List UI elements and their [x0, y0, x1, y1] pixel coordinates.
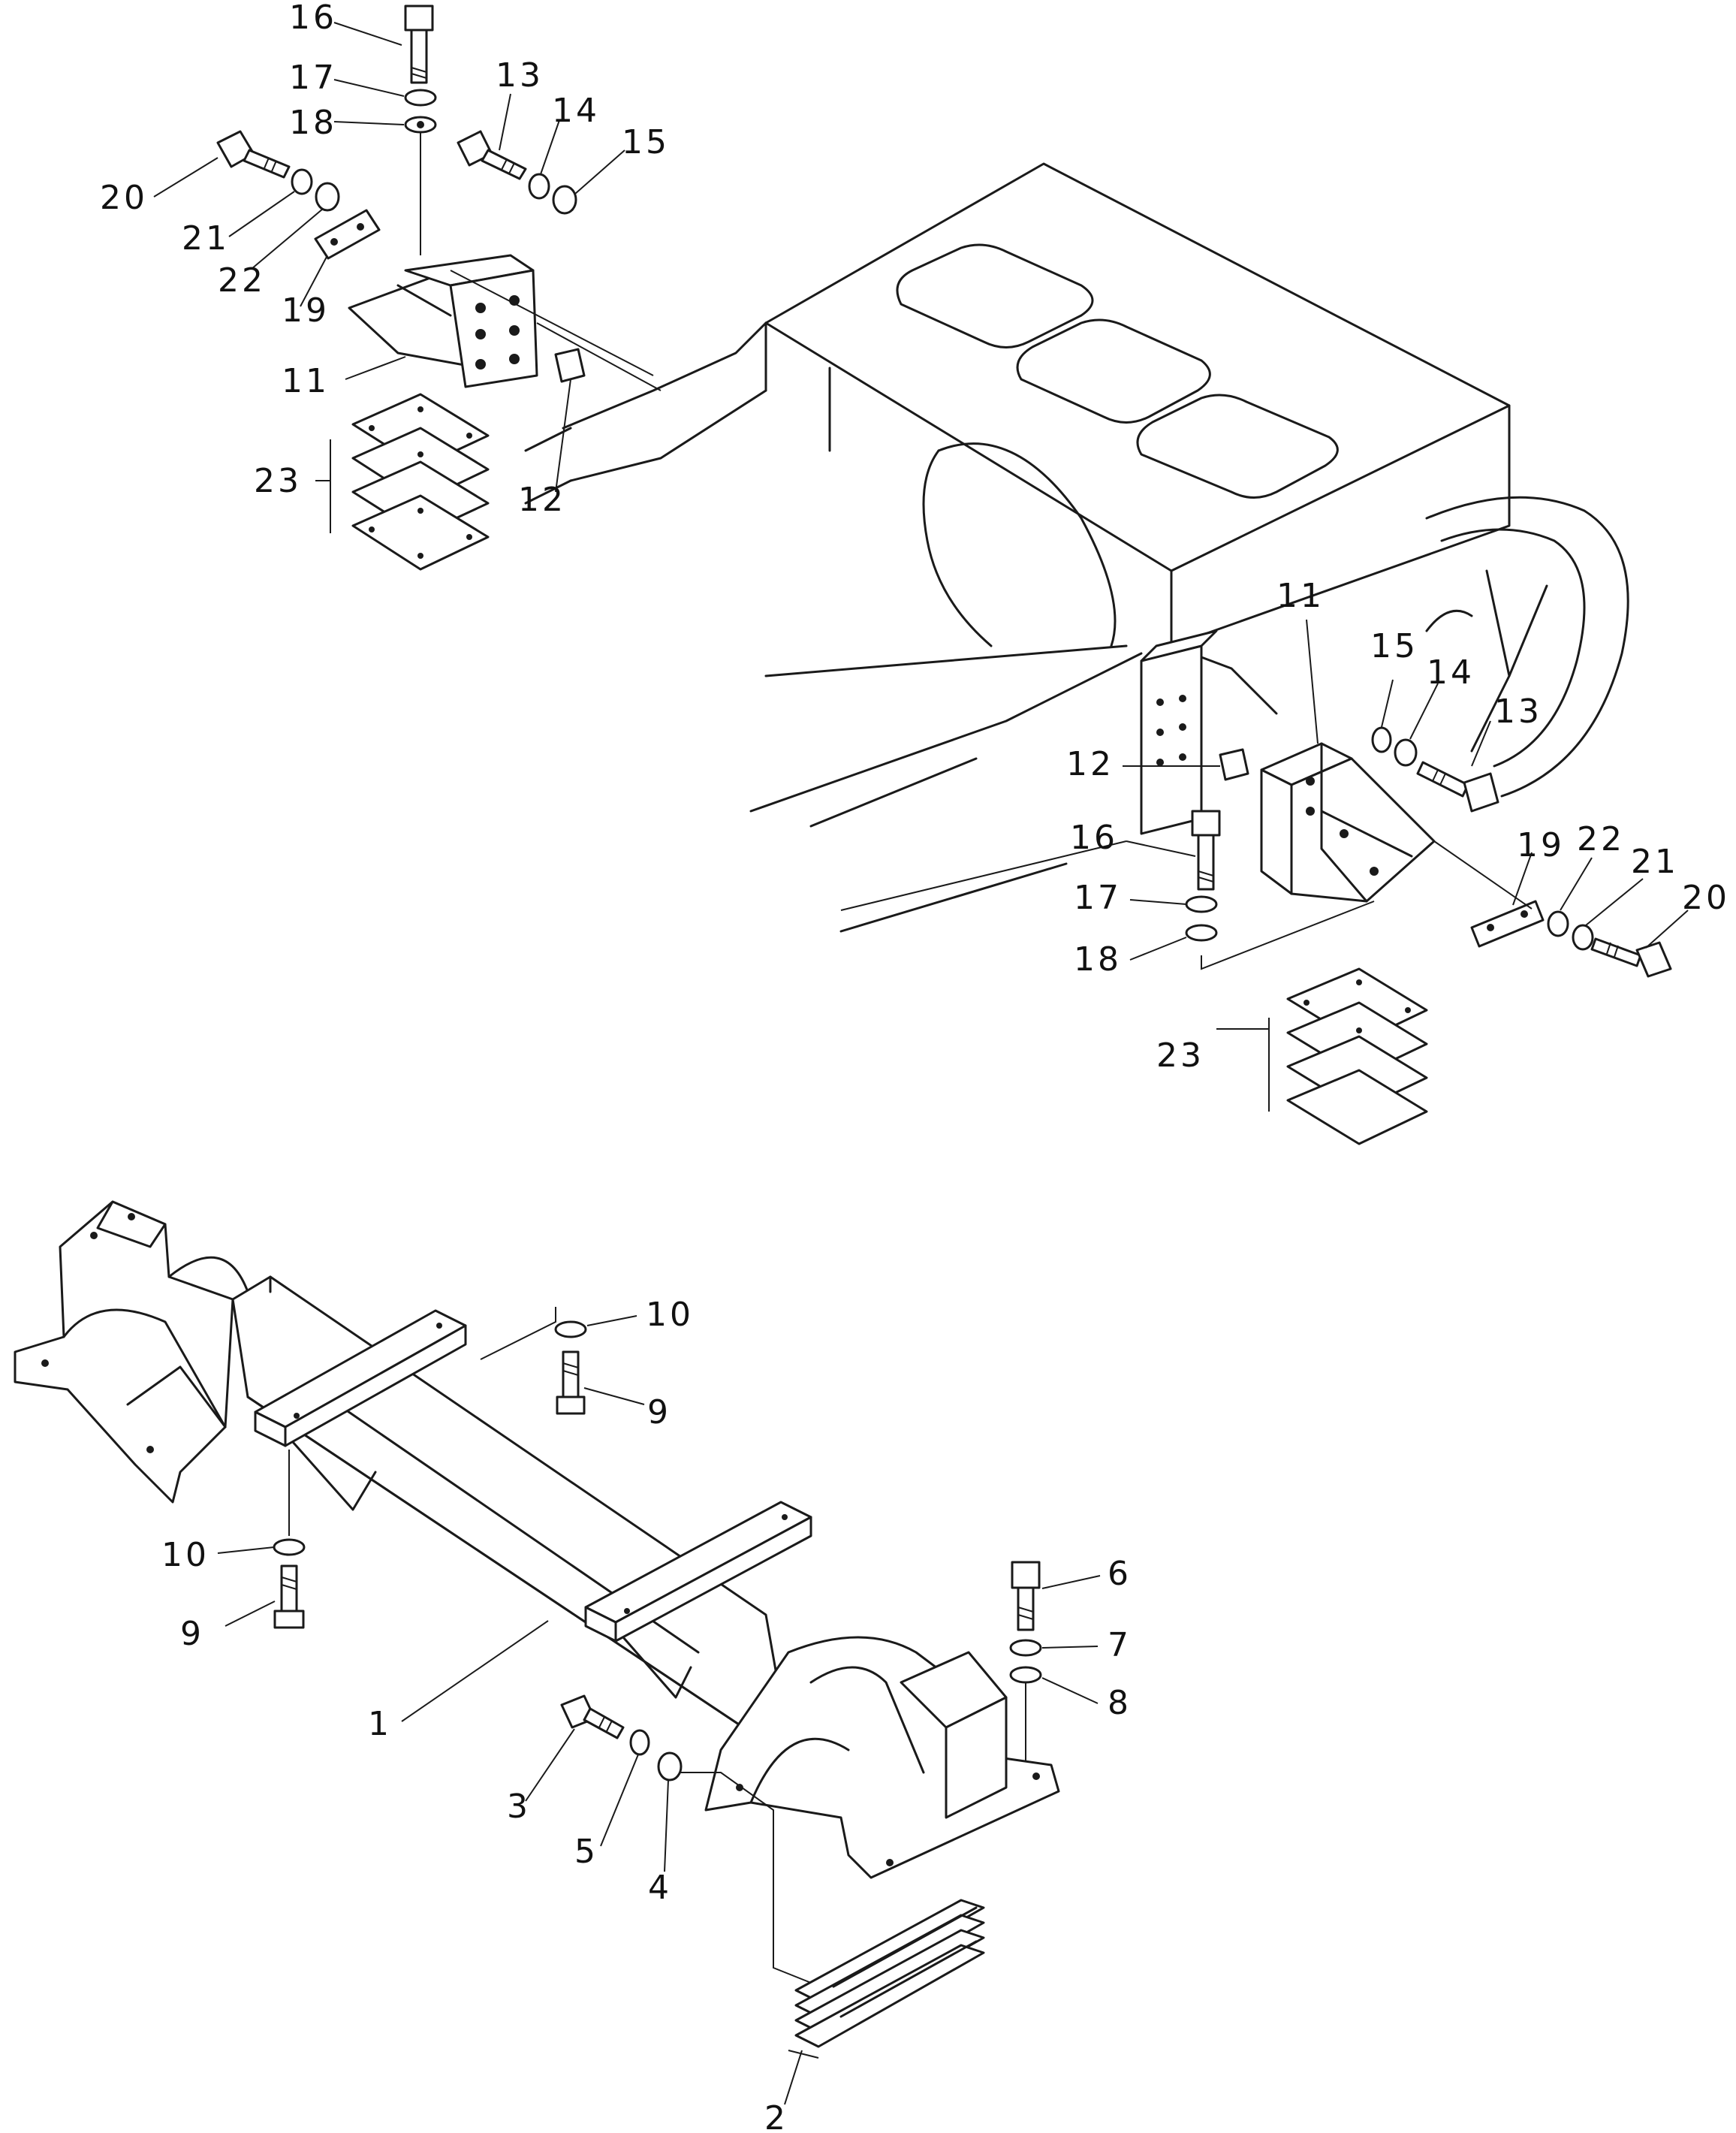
shim-pack-2	[788, 1899, 985, 2059]
callout-17-lower: 17	[1074, 879, 1122, 917]
washer-21-upper	[291, 168, 313, 195]
washer-10-lower	[273, 1538, 306, 1556]
callout-21-lower: 21	[1631, 843, 1679, 881]
callout-22-upper: 22	[218, 261, 266, 300]
callout-9-lower: 9	[180, 1615, 204, 1653]
callout-11-upper: 11	[282, 362, 330, 400]
callout-9-upper: 9	[647, 1393, 671, 1432]
callout-10-upper: 10	[646, 1296, 694, 1334]
bolt-13-upper	[457, 130, 527, 180]
shim-stack-23-lower	[1286, 967, 1428, 1145]
callout-23-lower: 23	[1156, 1036, 1204, 1075]
washer-17-upper	[404, 89, 437, 107]
callout-17-upper: 17	[289, 59, 337, 97]
bolt-3	[560, 1694, 625, 1739]
callout-15-upper: 15	[622, 123, 670, 161]
callout-4: 4	[648, 1869, 672, 1907]
callout-12-lower: 12	[1066, 745, 1114, 783]
bolt-9-lower	[273, 1450, 306, 1629]
bolt-20-lower	[1590, 937, 1672, 978]
callout-12-upper: 12	[518, 481, 566, 519]
washer-22-upper	[315, 182, 340, 212]
callout-20-lower: 20	[1682, 879, 1730, 917]
callout-labels: 16 17 18 13 14 15 20 21 22 19 11 23 12 1…	[100, 0, 1730, 2133]
callout-15-lower: 15	[1370, 627, 1418, 665]
plate-19-upper	[314, 209, 381, 260]
callout-14-lower: 14	[1427, 653, 1475, 692]
washer-18-lower	[1185, 924, 1218, 942]
frame-body	[524, 162, 1629, 933]
callout-23-upper: 23	[254, 462, 302, 500]
washer-17-lower	[1185, 895, 1218, 913]
callout-16-upper: 16	[289, 0, 337, 37]
callout-18-lower: 18	[1074, 940, 1122, 979]
washer-10-upper	[554, 1320, 587, 1338]
callout-19-lower: 19	[1517, 826, 1565, 864]
callout-22-lower: 22	[1577, 820, 1625, 858]
callout-16-lower: 16	[1070, 819, 1118, 857]
callout-5: 5	[574, 1833, 598, 1871]
callout-13-lower: 13	[1494, 692, 1542, 731]
callout-13-upper: 13	[496, 56, 544, 95]
callout-8: 8	[1108, 1684, 1132, 1722]
callout-18-upper: 18	[289, 104, 337, 142]
leader-lines	[153, 22, 1689, 2105]
callout-21-upper: 21	[182, 219, 230, 258]
washer-7	[1009, 1639, 1042, 1657]
bolt-16-upper	[404, 5, 434, 84]
washer-15-lower	[1371, 726, 1392, 753]
callout-2: 2	[764, 2099, 788, 2133]
bolt-13-lower	[1416, 761, 1499, 813]
bracket-11-upper	[348, 254, 538, 388]
right-mount-assembly	[1185, 726, 1672, 1145]
callout-10-lower: 10	[161, 1536, 209, 1574]
shim-stack-23-upper	[351, 393, 490, 571]
washer-14-lower	[1394, 738, 1418, 767]
bolt-9-upper	[480, 1307, 587, 1415]
washer-21-lower	[1572, 924, 1594, 951]
callout-7: 7	[1108, 1626, 1132, 1664]
callout-3: 3	[507, 1788, 531, 1826]
washer-4	[657, 1751, 683, 1782]
left-mount-assembly	[216, 5, 662, 571]
callout-20-upper: 20	[100, 179, 148, 217]
washer-8	[1009, 1666, 1042, 1684]
bolt-16-lower	[1191, 810, 1221, 891]
washer-15-upper	[552, 185, 577, 215]
bolt-6	[1011, 1561, 1041, 1631]
callout-1: 1	[368, 1705, 392, 1743]
callout-11-lower: 11	[1276, 577, 1325, 615]
washer-5	[629, 1729, 650, 1756]
callout-14-upper: 14	[552, 92, 600, 130]
pin-12-upper	[554, 348, 586, 383]
washer-14-upper	[528, 173, 550, 200]
callout-19-upper: 19	[282, 291, 330, 330]
bracket-11-lower	[1260, 742, 1436, 903]
pin-12-lower	[1219, 748, 1249, 781]
axle-beam-assembly	[14, 1200, 1060, 1879]
washer-22-lower	[1547, 910, 1569, 937]
callout-6: 6	[1108, 1555, 1132, 1593]
plate-19-lower	[1470, 900, 1545, 948]
bolt-20-upper	[216, 130, 291, 179]
